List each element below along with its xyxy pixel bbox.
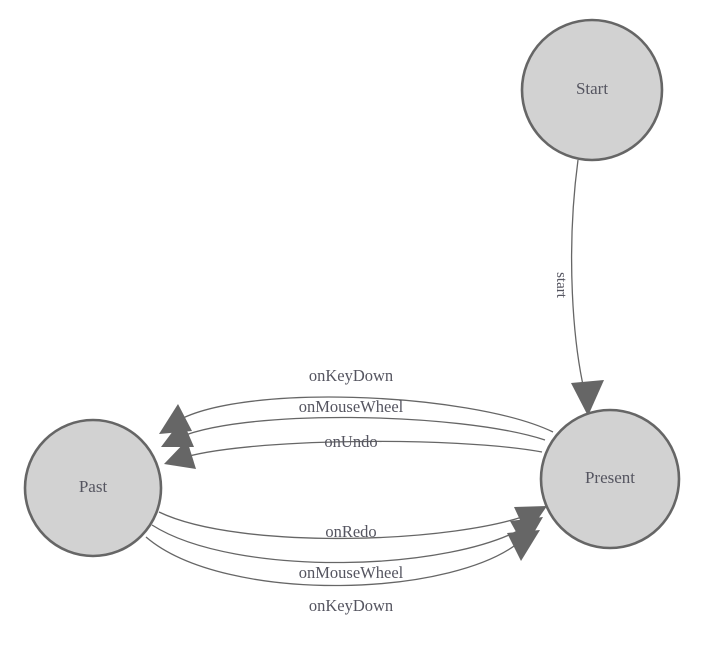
- edge-start-to-present-label: start: [553, 272, 569, 299]
- edge-past-to-present-onredo-label: onRedo: [325, 522, 376, 541]
- edge-present-to-past-onmousewheel-label: onMouseWheel: [299, 397, 404, 416]
- edge-past-to-present-onredo-path: [158, 511, 534, 540]
- edge-start-to-present-arrowhead: [571, 380, 604, 416]
- node-past[interactable]: Past: [23, 418, 163, 558]
- edge-present-to-past-onmousewheel-arrowhead: [161, 419, 194, 447]
- edge-past-to-present-onmousewheel-label: onMouseWheel: [299, 563, 404, 582]
- node-start-circle[interactable]: [520, 18, 664, 162]
- edge-present-to-past-onkeydown-path: [170, 396, 554, 433]
- node-start[interactable]: Start: [520, 18, 664, 162]
- edge-layer: start onKeyDown onMouseWheel onUndo: [145, 159, 604, 615]
- edge-present-to-past-onkeydown[interactable]: onKeyDown: [159, 366, 554, 434]
- edge-present-to-past-onundo-label: onUndo: [324, 432, 377, 451]
- edge-present-to-past-onmousewheel[interactable]: onMouseWheel: [161, 397, 546, 447]
- node-layer: Start Past Present: [23, 18, 681, 558]
- edge-start-to-present[interactable]: start: [553, 159, 604, 416]
- edge-present-to-past-onundo-path: [178, 440, 543, 460]
- edge-past-to-present-onredo[interactable]: onRedo: [158, 506, 547, 541]
- edge-present-to-past-onkeydown-label: onKeyDown: [309, 366, 393, 385]
- edge-past-to-present-onkeydown-label: onKeyDown: [309, 596, 393, 615]
- edge-past-to-present-onkeydown-arrowhead: [507, 530, 540, 561]
- edge-present-to-past-onmousewheel-path: [173, 416, 546, 441]
- node-present-circle[interactable]: [539, 408, 681, 550]
- node-present-label: Present: [585, 468, 635, 487]
- edge-start-to-present-path: [570, 159, 588, 403]
- edge-past-to-present-onmousewheel-path: [151, 524, 529, 564]
- node-start-label: Start: [576, 79, 608, 98]
- node-past-circle[interactable]: [23, 418, 163, 558]
- edge-present-to-past-onundo[interactable]: onUndo: [164, 432, 543, 469]
- edge-past-to-present-onkeydown[interactable]: onKeyDown: [145, 530, 540, 615]
- edge-past-to-present-onkeydown-path: [145, 536, 525, 587]
- node-past-label: Past: [79, 477, 108, 496]
- node-present[interactable]: Present: [539, 408, 681, 550]
- edge-present-to-past-onundo-arrowhead: [164, 440, 196, 469]
